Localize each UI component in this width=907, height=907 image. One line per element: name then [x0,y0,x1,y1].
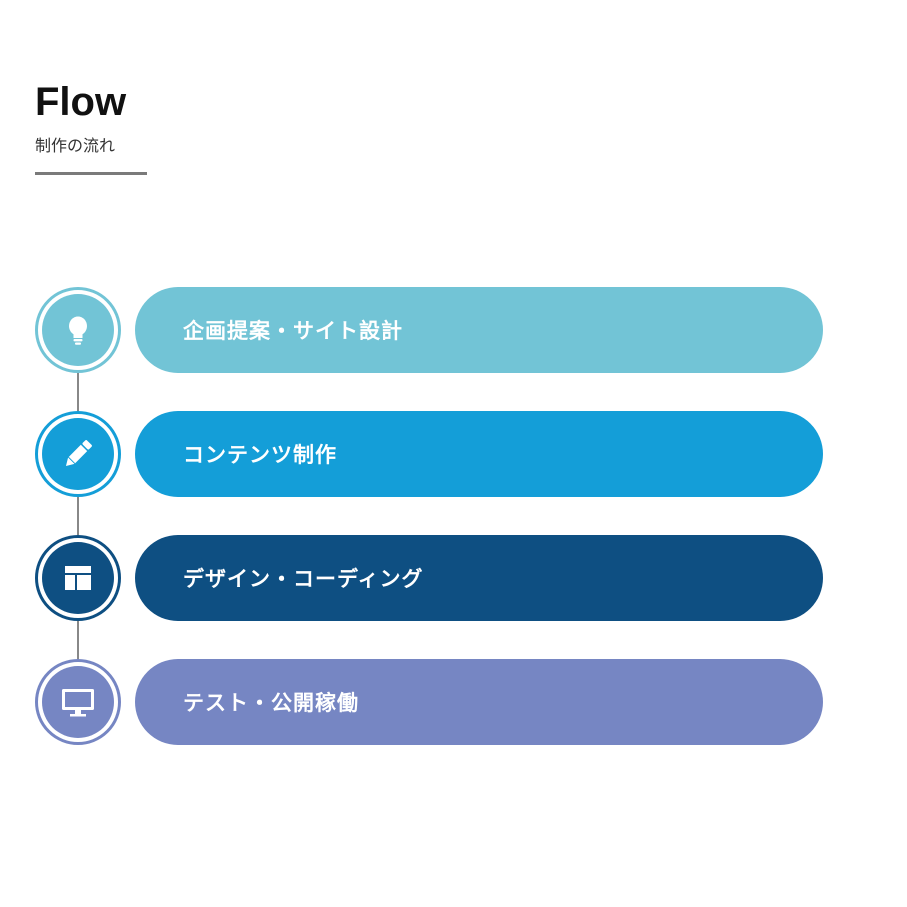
step-icon-circle [35,659,121,745]
page-subtitle: 制作の流れ [35,136,116,155]
step-icon-circle [35,535,121,621]
lightbulb-icon [69,316,87,345]
page-title: Flow [35,80,127,124]
pencil-icon [65,440,92,467]
flow-steps: 企画提案・サイト設計 コンテンツ制作 [35,287,825,747]
step-bar: 企画提案・サイト設計 [135,287,823,373]
section-header: Flow 制作の流れ [35,78,147,175]
step-icon-circle [35,411,121,497]
step-connector [77,373,79,411]
step-label: テスト・公開稼働 [183,691,359,715]
title-underline [35,172,147,175]
flow-step-launch: テスト・公開稼働 [35,659,825,745]
flow-step-content: コンテンツ制作 [35,411,825,497]
step-icon-circle [35,287,121,373]
step-bar: コンテンツ制作 [135,411,823,497]
layout-icon [65,566,91,590]
step-connector [77,621,79,659]
step-connector [77,497,79,535]
step-label: デザイン・コーディング [183,567,424,591]
step-bar: テスト・公開稼働 [135,659,823,745]
step-label: コンテンツ制作 [183,443,337,467]
step-label: 企画提案・サイト設計 [183,319,403,343]
flow-step-design: デザイン・コーディング [35,535,825,621]
flow-step-planning: 企画提案・サイト設計 [35,287,825,373]
monitor-icon [62,689,94,717]
step-bar: デザイン・コーディング [135,535,823,621]
